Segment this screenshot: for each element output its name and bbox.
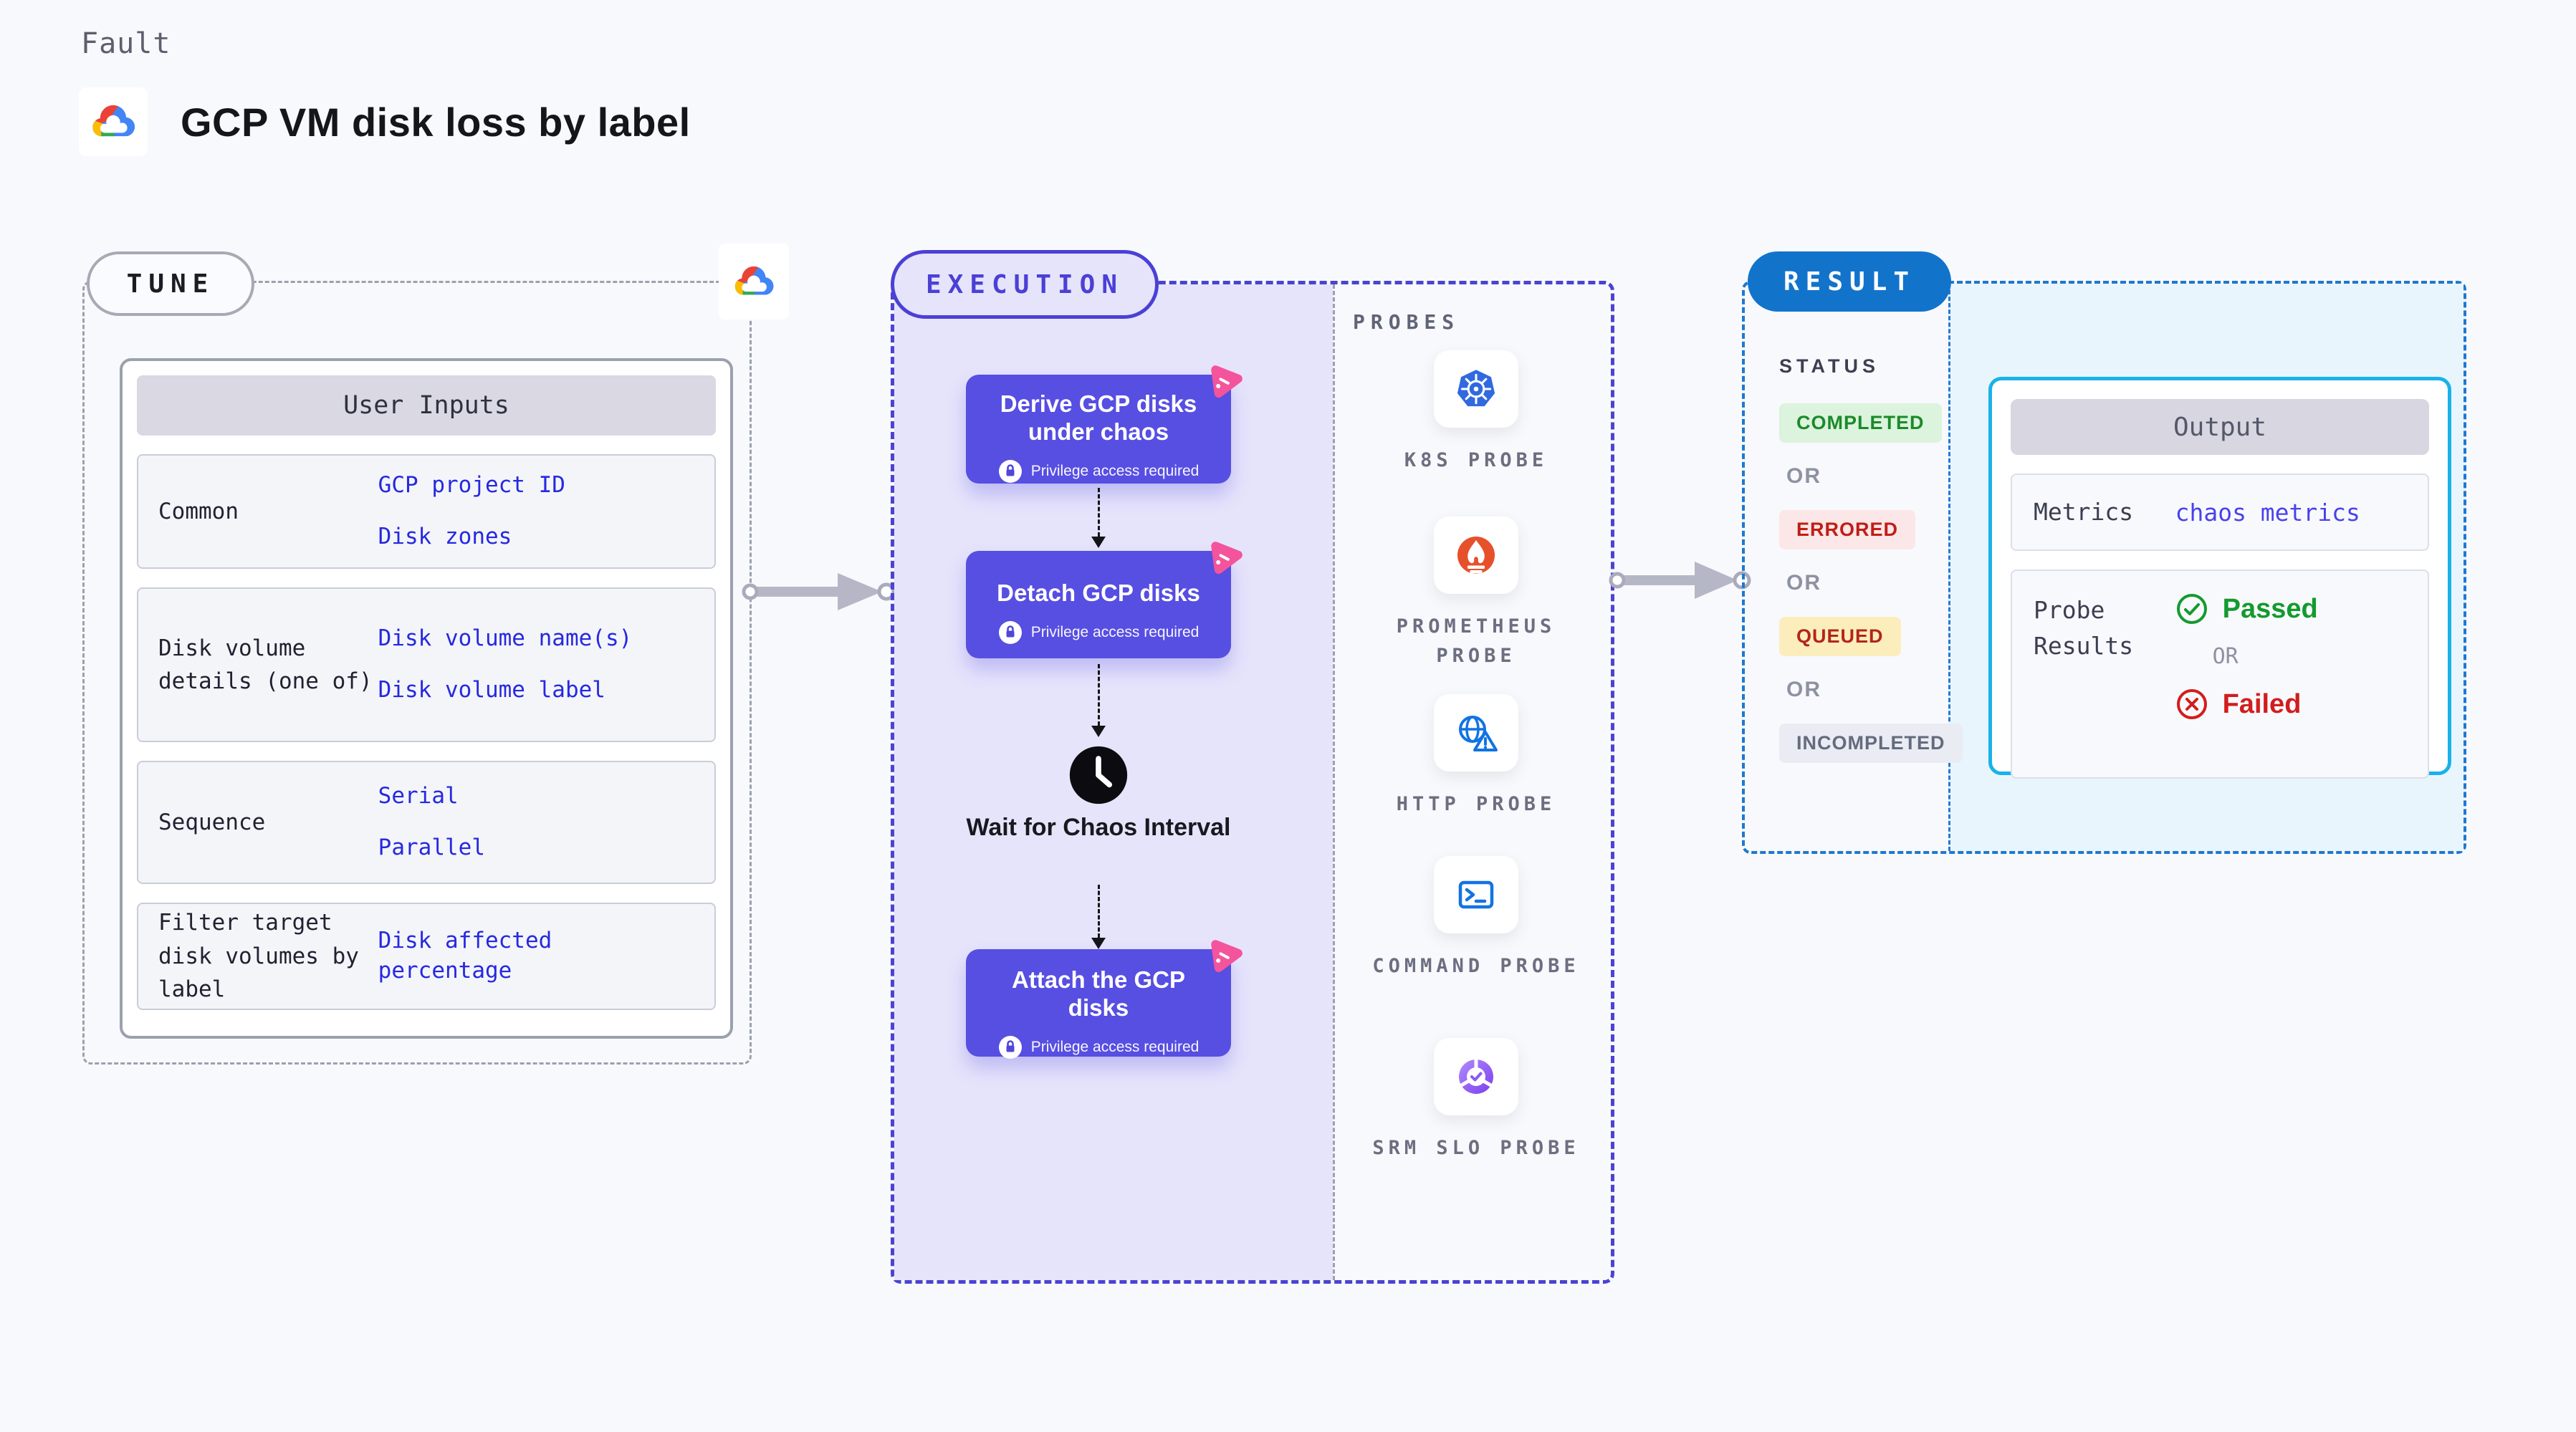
probe-item: K8S PROBE bbox=[1336, 350, 1617, 476]
step-title: Attach the GCP disks bbox=[1011, 966, 1186, 1021]
probe-item: COMMAND PROBE bbox=[1336, 856, 1617, 981]
or-label: OR bbox=[1786, 464, 1821, 488]
metrics-row: Metrics chaos metrics bbox=[2011, 474, 2429, 551]
execution-section: Derive GCP disks under chaos Privilege a… bbox=[891, 281, 1614, 1284]
status-badge-incompleted: INCOMPLETED bbox=[1779, 724, 1963, 763]
user-inputs-header: User Inputs bbox=[137, 375, 716, 436]
arrow-down-icon bbox=[1091, 488, 1106, 548]
status-column: STATUS COMPLETED OR ERRORED OR QUEUED OR… bbox=[1745, 284, 1963, 763]
input-value: Parallel bbox=[378, 835, 485, 860]
wait-chaos-interval-label: Wait for Chaos Interval bbox=[966, 814, 1231, 841]
result-section: STATUS COMPLETED OR ERRORED OR QUEUED OR… bbox=[1742, 281, 2466, 854]
execution-badge: EXECUTION bbox=[891, 250, 1159, 319]
table-row: Filter target disk volumes by label Disk… bbox=[137, 903, 716, 1010]
status-badge-queued: QUEUED bbox=[1779, 617, 1901, 656]
input-value: Disk affected percentage bbox=[378, 928, 552, 984]
or-label: OR bbox=[1786, 678, 1821, 701]
tune-gcp-logo bbox=[719, 244, 789, 319]
probe-label: HTTP PROBE bbox=[1396, 793, 1556, 815]
chaos-badge-icon bbox=[1201, 357, 1247, 406]
passed-label: Passed bbox=[2222, 593, 2318, 624]
output-header: Output bbox=[2011, 399, 2429, 455]
privilege-note: Privilege access required bbox=[1030, 462, 1200, 479]
privilege-note: Privilege access required bbox=[1030, 1038, 1200, 1055]
step-attach-disks: Attach the GCP disks Privilege access re… bbox=[966, 940, 1242, 1059]
status-badge-completed: COMPLETED bbox=[1779, 403, 1942, 443]
failed-label: Failed bbox=[2222, 688, 2302, 719]
clock-icon bbox=[1068, 744, 1129, 809]
http-globe-warning-icon bbox=[1459, 716, 1498, 751]
arrow-right-icon bbox=[1609, 562, 1751, 599]
gcp-logo-badge bbox=[79, 87, 148, 156]
probe-results-values: Passed OR Failed bbox=[2175, 592, 2318, 721]
step-title: Detach GCP disks bbox=[997, 580, 1200, 606]
lock-icon bbox=[998, 1035, 1022, 1059]
probe-item: PROMETHEUS PROBE bbox=[1336, 516, 1617, 671]
gcp-cloud-icon bbox=[88, 103, 138, 140]
input-value: Disk volume label bbox=[378, 677, 605, 703]
step-detach-disks: Detach GCP disks Privilege access requir… bbox=[966, 542, 1242, 658]
arrow-right-icon bbox=[742, 573, 896, 610]
or-label: OR bbox=[2212, 644, 2239, 669]
gcp-cloud-icon bbox=[731, 264, 777, 299]
kubernetes-icon bbox=[1457, 370, 1495, 407]
probe-item: SRM SLO PROBE bbox=[1336, 1038, 1617, 1163]
or-label: OR bbox=[1786, 571, 1821, 595]
chaos-badge-icon bbox=[1201, 932, 1247, 981]
privilege-note: Privilege access required bbox=[1030, 623, 1200, 640]
table-row: Sequence Serial Parallel bbox=[137, 761, 716, 884]
probe-label: COMMAND PROBE bbox=[1372, 955, 1580, 977]
result-divider bbox=[1948, 284, 1950, 851]
input-value: Disk volume name(s) bbox=[378, 625, 633, 652]
result-badge: RESULT bbox=[1748, 251, 1951, 312]
check-circle-icon bbox=[2176, 594, 2207, 624]
chaos-badge-icon bbox=[1201, 534, 1247, 582]
arrow-down-icon bbox=[1091, 885, 1106, 949]
input-value: Disk zones bbox=[378, 524, 512, 549]
step-title: Derive GCP disks under chaos bbox=[1000, 390, 1197, 445]
probe-results-row: Probe Results Passed OR bbox=[2011, 570, 2429, 779]
table-row: Disk volume details (one of) Disk volume… bbox=[137, 587, 716, 742]
tune-section bbox=[82, 281, 752, 1065]
status-badge-errored: ERRORED bbox=[1779, 510, 1916, 549]
terminal-icon bbox=[1458, 880, 1494, 909]
probes-divider bbox=[1333, 284, 1335, 1280]
arrow-down-icon bbox=[1091, 664, 1106, 737]
status-heading: STATUS bbox=[1779, 355, 1880, 377]
slo-gauge-check-icon bbox=[1457, 1057, 1495, 1094]
lock-icon bbox=[998, 459, 1022, 483]
probes-heading: PROBES bbox=[1353, 310, 1460, 334]
page-title: GCP VM disk loss by label bbox=[181, 99, 691, 145]
probe-label: K8S PROBE bbox=[1404, 449, 1548, 471]
input-value: Serial bbox=[378, 783, 459, 809]
x-circle-icon bbox=[2176, 689, 2207, 719]
output-card: Output Metrics chaos metrics Probe Resul… bbox=[1988, 377, 2451, 779]
table-row: Common GCP project ID Disk zones bbox=[137, 454, 716, 569]
metrics-value: chaos metrics bbox=[2175, 498, 2360, 527]
input-value: GCP project ID bbox=[378, 472, 565, 499]
step-derive-disks: Derive GCP disks under chaos Privilege a… bbox=[966, 365, 1242, 484]
prometheus-icon bbox=[1457, 537, 1495, 574]
probe-item: HTTP PROBE bbox=[1336, 694, 1617, 820]
fault-kicker: Fault bbox=[81, 27, 171, 60]
lock-icon bbox=[998, 620, 1022, 644]
tune-badge: TUNE bbox=[87, 251, 254, 316]
probe-label: SRM SLO PROBE bbox=[1372, 1137, 1580, 1159]
user-inputs-table: User Inputs Common GCP project ID Disk z… bbox=[120, 358, 733, 1039]
probe-label: PROMETHEUS PROBE bbox=[1396, 615, 1556, 667]
